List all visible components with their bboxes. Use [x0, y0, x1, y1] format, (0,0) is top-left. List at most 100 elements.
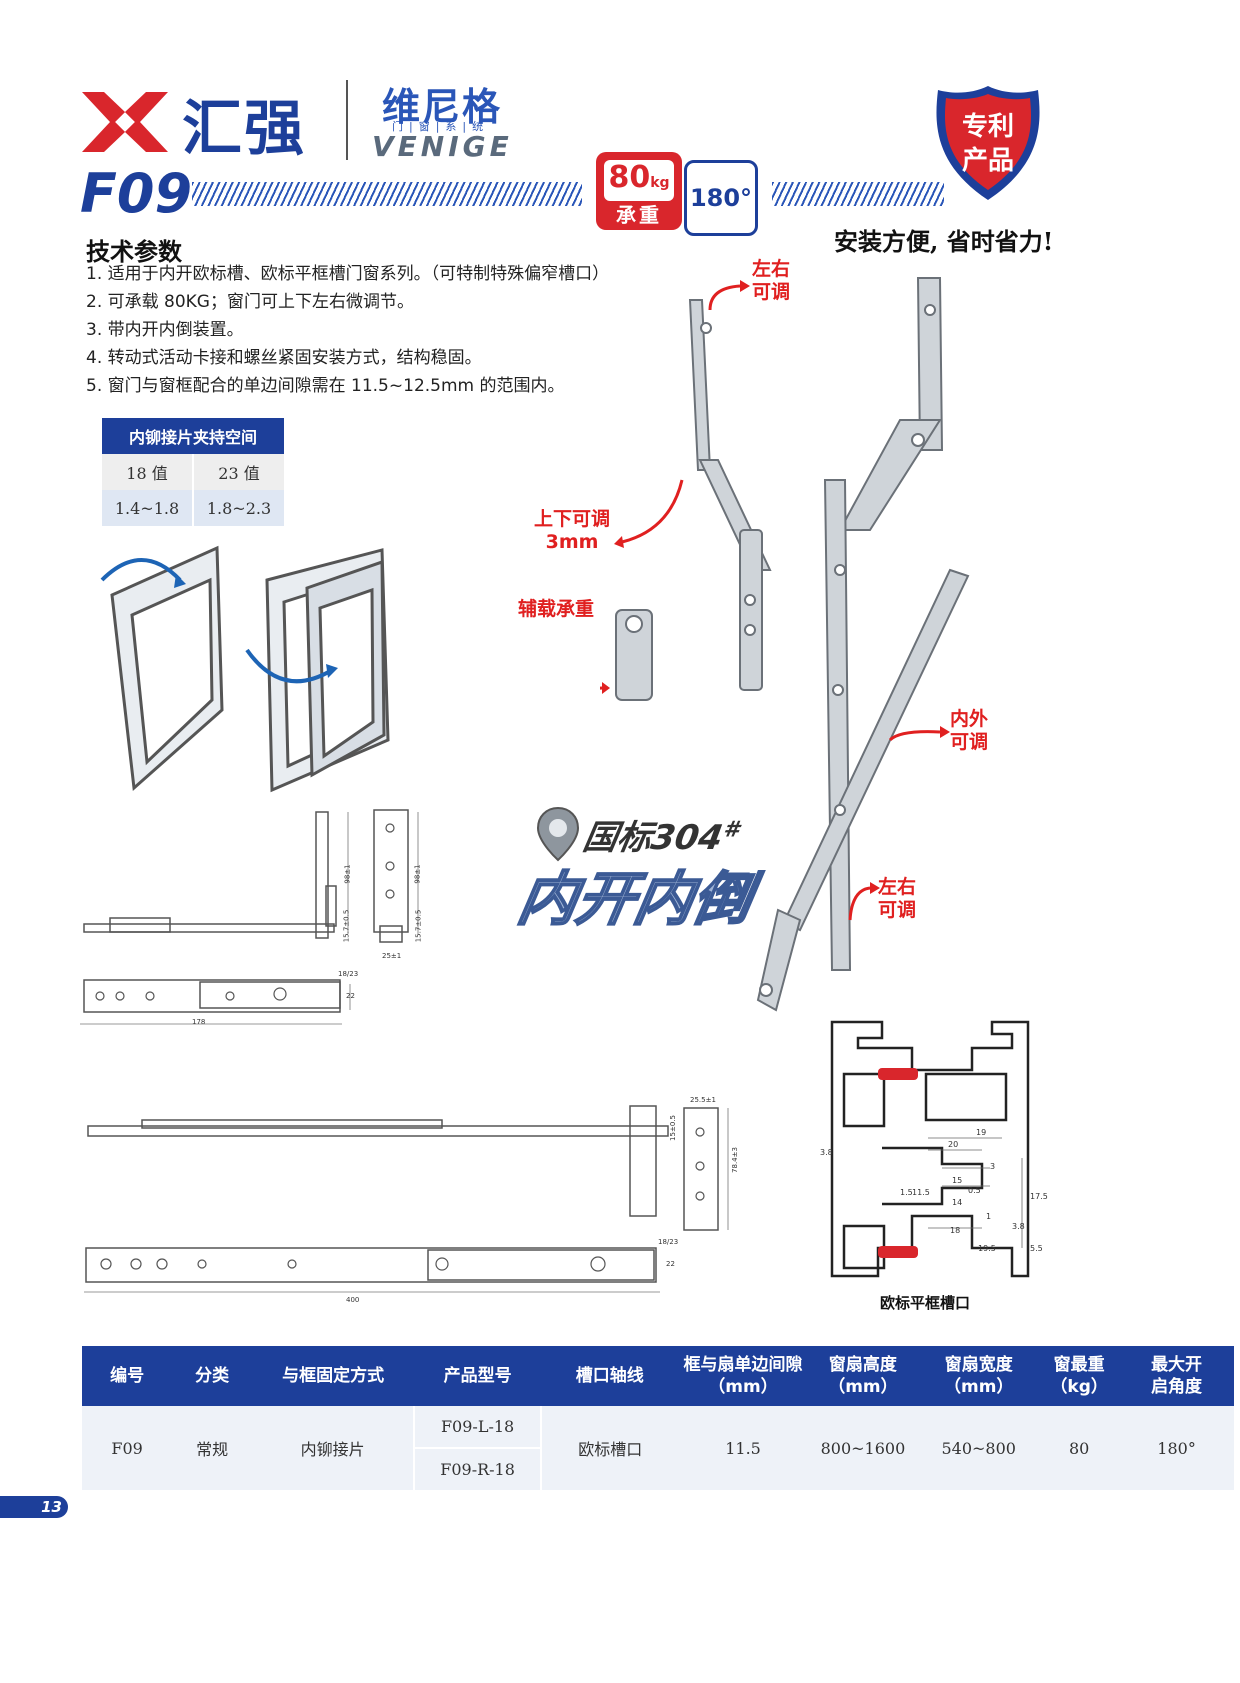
load-label: 承重 — [616, 203, 662, 227]
title-stripes-left — [192, 182, 582, 206]
technical-drawing-upper — [80, 809, 419, 1025]
annotation-lr-bottom: 左右 可调 — [878, 876, 916, 922]
dim-label: 178 — [192, 1018, 206, 1026]
spec-header: 窗扇宽度（mm） — [918, 1346, 1040, 1406]
spec-header: 框与扇单边间隙（mm） — [678, 1346, 808, 1406]
spec-header-line: 窗扇高度 — [828, 1355, 897, 1375]
dim-label: 78.4±3 — [730, 1147, 739, 1173]
dim-label: 98±1 — [413, 864, 422, 884]
load-unit: kg — [650, 175, 670, 191]
spec-header: 窗最重（kg） — [1039, 1346, 1120, 1406]
slogan: 安装方便, 省时省力! — [834, 227, 1054, 256]
technical-drawing-lower — [84, 1105, 729, 1293]
annotation-lr-top: 左右 可调 — [752, 258, 790, 304]
spec-table: 编号 分类 与框固定方式 产品型号 槽口轴线 框与扇单边间隙（mm） 窗扇高度（… — [82, 1346, 1234, 1490]
spec-header-line: 最大开 — [1151, 1355, 1203, 1375]
profile-dim: 3.8 — [1012, 1222, 1025, 1231]
annotation-ud: 上下可调 3mm — [534, 508, 610, 554]
venige-subtitle: 门|窗|系|统 — [392, 120, 490, 133]
material-pin-icon — [536, 806, 580, 866]
profile-dim: 5.5 — [1030, 1244, 1043, 1253]
profile-dim: 11.5 — [912, 1188, 930, 1197]
clamp-cell: 18 值 — [102, 454, 193, 490]
dim-label: 25.5±1 — [690, 1096, 716, 1104]
patent-badge: 专利 产品 — [934, 84, 1042, 202]
venige-en-name: VENIGE — [372, 130, 513, 163]
dim-label: 98±1 — [343, 864, 352, 884]
spec-category: 常规 — [172, 1406, 253, 1490]
spec-header: 槽口轴线 — [541, 1346, 679, 1406]
annotation-io: 内外 可调 — [950, 708, 988, 754]
page-number: 13 — [0, 1496, 68, 1518]
profile-caption: 欧标平框槽口 — [880, 1294, 971, 1312]
profile-dim: 20 — [948, 1140, 959, 1149]
clamp-table-header: 内铆接片夹持空间 — [102, 418, 284, 454]
header-divider — [346, 80, 348, 160]
annotation-line: 左右 — [878, 876, 917, 898]
spec-header-line: （mm） — [828, 1377, 898, 1397]
brand-name: 汇强 — [182, 94, 306, 164]
spec-header: 最大开启角度 — [1119, 1346, 1234, 1406]
spec-gap: 11.5 — [678, 1406, 808, 1490]
annotation-line: 可调 — [878, 899, 917, 921]
dim-label: 18/23 — [658, 1238, 679, 1246]
brand-logo-icon — [82, 92, 168, 152]
spec-header: 与框固定方式 — [252, 1346, 415, 1406]
profile-dim: 1.5 — [900, 1188, 913, 1197]
clamp-table: 内铆接片夹持空间 18 值 23 值 1.4~1.8 1.8~2.3 — [102, 418, 284, 526]
annotation-line: 3mm — [545, 531, 599, 553]
patent-line-2: 产品 — [961, 146, 1014, 176]
spec-header: 窗扇高度（mm） — [807, 1346, 919, 1406]
profile-dim: 19 — [976, 1128, 987, 1137]
spec-row: F09 常规 内铆接片 F09-L-18 欧标槽口 11.5 800~1600 … — [82, 1406, 1234, 1490]
spec-weight: 80 — [1039, 1406, 1120, 1490]
annotation-aux: 辅载承重 — [518, 598, 595, 620]
dim-label: 22 — [666, 1260, 675, 1268]
load-value: 80 — [608, 160, 651, 195]
profile-dim: 14 — [952, 1198, 963, 1207]
angle-badge: 180° — [684, 160, 758, 236]
spec-header-line: （mm） — [708, 1377, 778, 1397]
spec-model: F09-L-18 — [413, 1406, 543, 1448]
venige-cn-name: 维尼格 — [382, 85, 503, 129]
dim-label: 25±1 — [382, 952, 402, 960]
profile-dim: 19.5 — [978, 1244, 996, 1253]
spec-width: 540~800 — [918, 1406, 1040, 1490]
patent-line-1: 专利 — [961, 112, 1014, 142]
spec-header: 编号 — [82, 1346, 173, 1406]
dim-label: 15.7±0.5 — [414, 909, 423, 943]
tech-item: 2. 可承载 80KG；窗门可上下左右微调节。 — [86, 292, 414, 312]
annotation-line: 可调 — [950, 731, 989, 753]
spec-row: F09-R-18 — [82, 1447, 1234, 1490]
spec-angle: 180° — [1119, 1406, 1234, 1490]
dim-label: 400 — [346, 1296, 360, 1304]
dim-label: 15.7±0.5 — [342, 909, 351, 943]
annotation-line: 内外 — [950, 708, 989, 730]
profile-dim: 18 — [950, 1226, 961, 1235]
spec-header-line: （mm） — [944, 1377, 1014, 1397]
spec-fixing: 内铆接片 — [252, 1406, 415, 1490]
dim-label: 22 — [346, 992, 355, 1000]
tech-item: 3. 带内开内倒装置。 — [86, 320, 244, 340]
spec-header-line: 槽口轴线 — [575, 1366, 644, 1386]
clamp-cell: 23 值 — [192, 454, 284, 490]
spec-header-line: 分类 — [195, 1366, 230, 1386]
spec-header: 分类 — [172, 1346, 253, 1406]
window-illustration — [100, 545, 390, 793]
profile-dim: 0.5 — [968, 1186, 981, 1195]
title-stripes-right — [772, 182, 944, 206]
spec-header-row: 编号 分类 与框固定方式 产品型号 槽口轴线 框与扇单边间隙（mm） 窗扇高度（… — [82, 1346, 1234, 1406]
spec-model: F09-R-18 — [413, 1447, 543, 1490]
profile-dim: 1 — [986, 1212, 992, 1221]
spec-header-line: 窗最重 — [1053, 1355, 1105, 1375]
tech-item: 4. 转动式活动卡接和螺丝紧固安装方式，结构稳固。 — [86, 348, 482, 368]
load-badge: 80kg 承重 — [596, 152, 682, 230]
profile-dim: 17.5 — [1030, 1192, 1048, 1201]
dim-label: 18/23 — [338, 970, 359, 978]
spec-header: 产品型号 — [414, 1346, 542, 1406]
spec-header-line: 启角度 — [1151, 1377, 1203, 1397]
spec-code: F09 — [82, 1406, 173, 1490]
spec-header-line: 框与扇单边间隙 — [683, 1355, 803, 1375]
tech-item: 5. 窗门与窗框配合的单边间隙需在 11.5~12.5mm 的范围内。 — [86, 376, 565, 396]
profile-section-drawing — [830, 1020, 1030, 1278]
